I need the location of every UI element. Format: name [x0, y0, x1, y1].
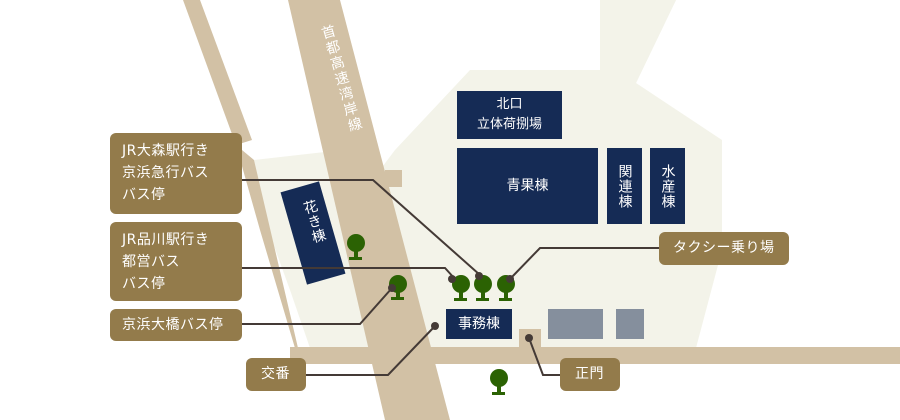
label-bus-keihin-ohashi-text: 京浜大橋バス停: [122, 317, 224, 333]
building-office[interactable]: 事務棟: [446, 309, 512, 339]
building-produce[interactable]: 青果棟: [457, 148, 598, 224]
label-bus-shinagawa-line1: JR品川駅行き: [122, 232, 210, 248]
road-stub: [385, 170, 402, 187]
building-seafood[interactable]: 水産棟: [650, 148, 685, 224]
dot-marker-icon: [431, 322, 439, 330]
facility-gray-1: [548, 309, 603, 339]
market-site-strip: [600, 0, 676, 83]
label-bus-omori-line2: 京浜急行バス: [122, 165, 209, 181]
building-related-label: 関連棟: [616, 163, 633, 209]
leader-koban: [306, 325, 436, 376]
label-bus-omori[interactable]: JR大森駅行き 京浜急行バス バス停: [110, 133, 242, 214]
leader-gate: [528, 337, 562, 376]
tree-icon: [490, 369, 508, 395]
building-north-parking-line2: 立体荷捌場: [476, 117, 542, 132]
building-produce-label: 青果棟: [506, 178, 549, 194]
label-bus-omori-line1: JR大森駅行き: [122, 143, 210, 159]
building-north-parking-line1: 北口: [496, 97, 523, 112]
leader-taxi: [509, 247, 660, 280]
dot-marker-icon: [448, 275, 456, 283]
label-bus-omori-line3: バス停: [122, 187, 166, 203]
label-bus-shinagawa-line3: バス停: [122, 276, 166, 292]
dot-marker-icon: [506, 275, 514, 283]
label-koban[interactable]: 交番: [246, 358, 306, 391]
road-south: [290, 347, 900, 364]
dot-marker-icon: [388, 284, 396, 292]
label-bus-shinagawa[interactable]: JR品川駅行き 都営バス バス停: [110, 222, 242, 301]
building-flower[interactable]: [280, 181, 346, 285]
dot-marker-icon: [475, 272, 483, 280]
road-left-diagonal: [183, 0, 252, 145]
building-office-label: 事務棟: [458, 316, 500, 332]
tree-icon: [452, 275, 470, 301]
label-taxi-text: タクシー乗り場: [673, 240, 775, 256]
building-related[interactable]: 関連棟: [607, 148, 642, 224]
label-taxi[interactable]: タクシー乗り場: [659, 232, 789, 265]
road-expressway: [288, 0, 450, 420]
leader-omori: [242, 179, 481, 276]
building-north-parking[interactable]: 北口 立体荷捌場: [457, 91, 562, 139]
label-main-gate-text: 正門: [575, 366, 604, 382]
facility-gray-2: [616, 309, 644, 339]
building-seafood-label: 水産棟: [659, 163, 676, 209]
dot-marker-icon: [525, 334, 533, 342]
label-bus-keihin-ohashi[interactable]: 京浜大橋バス停: [110, 309, 242, 341]
road-site-left: [236, 145, 314, 365]
leader-keihin: [242, 287, 393, 325]
tree-icon: [347, 234, 365, 260]
label-bus-shinagawa-line2: 都営バス: [122, 254, 180, 270]
label-main-gate[interactable]: 正門: [560, 358, 620, 391]
label-koban-text: 交番: [261, 366, 290, 382]
